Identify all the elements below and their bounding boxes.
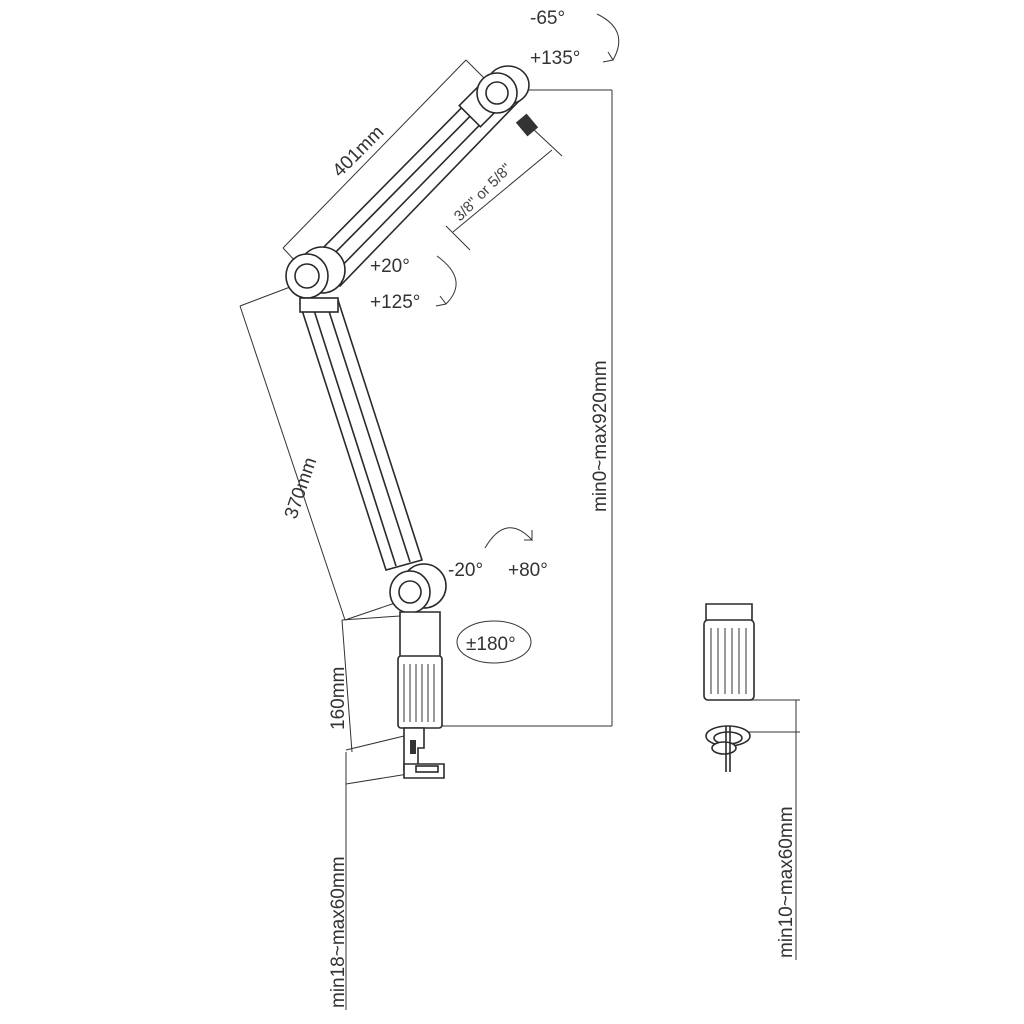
rotation-arrows <box>435 13 620 664</box>
label-rot-base-b: +80° <box>508 560 548 581</box>
base-joint <box>389 563 447 614</box>
grip-ribs <box>403 664 435 722</box>
label-swivel: ±180° <box>466 634 516 655</box>
label-rot-base-a: -20° <box>448 560 483 581</box>
top-joint <box>476 65 539 137</box>
label-thread: 3/8" or 5/8" <box>451 160 515 224</box>
grommet-detail <box>703 603 755 772</box>
thread-stub <box>515 113 539 137</box>
lower-arm <box>298 297 424 571</box>
post-and-clamp <box>397 611 445 779</box>
label-upper-arm-length: 401mm <box>329 122 389 182</box>
elbow-joint <box>285 246 346 299</box>
label-rot-elbow-b: +125° <box>370 292 420 313</box>
label-rot-top-a: -65° <box>530 8 565 29</box>
label-height-range: min0~max920mm <box>590 360 611 512</box>
label-grommet-range: min10~max60mm <box>776 806 797 958</box>
label-rot-top-b: +135° <box>530 48 580 69</box>
dimension-lines <box>239 59 800 1010</box>
labels: -65° +135° 401mm 3/8" or 5/8" +20° +125°… <box>281 8 797 1008</box>
grommet-ribs <box>710 628 747 694</box>
label-post-height: 160mm <box>328 667 349 730</box>
label-clamp-range: min18~max60mm <box>328 856 349 1008</box>
label-rot-elbow-a: +20° <box>370 256 410 277</box>
label-lower-arm-length: 370mm <box>281 455 321 522</box>
